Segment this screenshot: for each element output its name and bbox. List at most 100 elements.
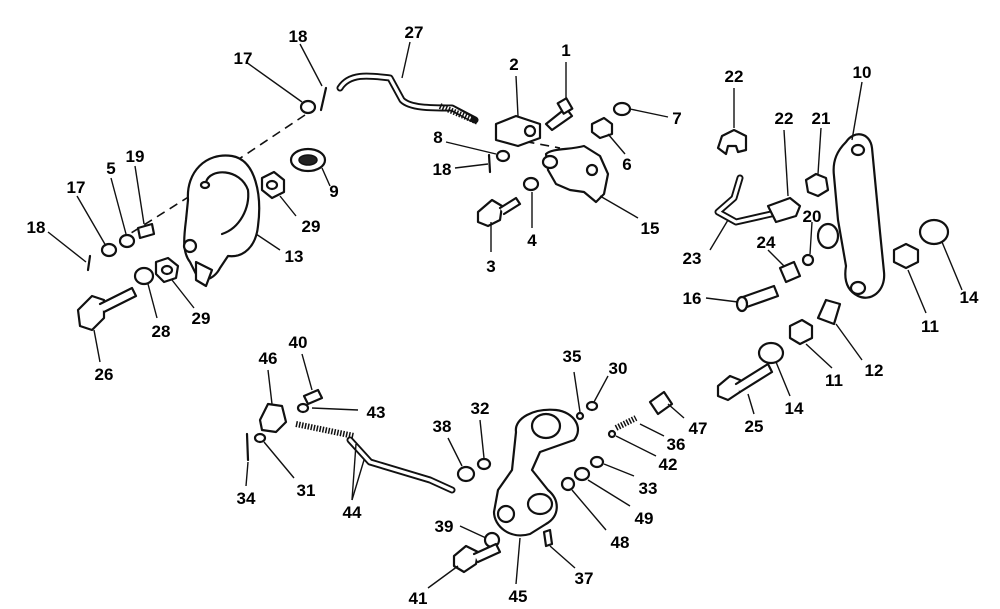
callout-13: 13 xyxy=(285,247,304,266)
callout-2: 2 xyxy=(509,55,518,74)
washer-5 xyxy=(118,233,136,249)
callout-1: 1 xyxy=(561,41,570,60)
washer-49 xyxy=(573,466,591,482)
callout-3: 3 xyxy=(486,257,495,276)
callout-47: 47 xyxy=(689,419,708,438)
callout-29a: 29 xyxy=(302,217,321,236)
callout-20: 20 xyxy=(803,207,822,226)
spring-36 xyxy=(614,415,638,431)
callout-45: 45 xyxy=(509,587,528,606)
cotter-pin-34 xyxy=(245,432,250,462)
bushing-19 xyxy=(136,222,156,240)
callout-29b: 29 xyxy=(192,309,211,328)
callout-labels: 1 2 3 4 5 6 7 8 9 10 11 11 12 13 14 14 1… xyxy=(27,23,979,608)
callout-6: 6 xyxy=(622,155,631,174)
clip-22-top xyxy=(716,128,748,156)
lever-arm-10 xyxy=(832,133,886,299)
washer-38 xyxy=(456,465,476,483)
callout-15: 15 xyxy=(641,219,660,238)
rod-end-2 xyxy=(494,114,542,148)
upper-left-assembly xyxy=(76,72,480,332)
callout-9: 9 xyxy=(329,182,338,201)
callout-8: 8 xyxy=(433,128,442,147)
callout-35: 35 xyxy=(563,347,582,366)
callout-10: 10 xyxy=(853,63,872,82)
clip-22-side xyxy=(766,196,802,224)
nut-30 xyxy=(585,400,599,412)
bushing-20-body xyxy=(816,222,840,250)
bracket-46 xyxy=(258,402,288,434)
callout-14a: 14 xyxy=(960,288,979,307)
throttle-lever-13 xyxy=(183,154,261,281)
callout-21: 21 xyxy=(812,109,831,128)
callout-19: 19 xyxy=(126,147,145,166)
callout-34: 34 xyxy=(237,489,256,508)
washer-17-upper xyxy=(299,99,317,115)
callout-42: 42 xyxy=(659,455,678,474)
callout-25: 25 xyxy=(745,417,764,436)
cotter-pin-18-mid xyxy=(487,153,492,174)
pin-35 xyxy=(575,411,585,421)
detent-47 xyxy=(648,390,674,416)
callout-44: 44 xyxy=(343,503,362,522)
callout-12: 12 xyxy=(865,361,884,380)
cotter-pin-18-left xyxy=(86,254,92,272)
washer-14-upper xyxy=(918,218,950,246)
callout-18c: 18 xyxy=(433,160,452,179)
bolt-25 xyxy=(716,374,742,402)
nut-43 xyxy=(296,402,310,414)
bracket-15 xyxy=(544,144,610,204)
nut-11-upper xyxy=(892,242,920,270)
shift-lever-45 xyxy=(492,408,580,537)
callout-23: 23 xyxy=(683,249,702,268)
callout-31: 31 xyxy=(297,481,316,500)
callout-28: 28 xyxy=(152,322,171,341)
right-assembly xyxy=(714,128,950,402)
bolt-3 xyxy=(476,198,504,228)
washer-32 xyxy=(476,457,492,471)
callout-32: 32 xyxy=(471,399,490,418)
callout-4: 4 xyxy=(527,231,537,250)
callout-22b: 22 xyxy=(775,109,794,128)
washer-8 xyxy=(495,149,511,163)
callout-17a: 17 xyxy=(234,49,253,68)
callout-16: 16 xyxy=(683,289,702,308)
callout-18a: 18 xyxy=(289,27,308,46)
lower-assembly xyxy=(245,388,674,574)
washer-7 xyxy=(612,101,632,117)
callout-14b: 14 xyxy=(785,399,804,418)
bolt-26 xyxy=(76,294,106,332)
screw-40 xyxy=(302,388,324,406)
callout-43: 43 xyxy=(367,403,386,422)
callout-48: 48 xyxy=(611,533,630,552)
spacer-12 xyxy=(816,298,842,326)
nut-11-lower xyxy=(788,318,814,346)
cotter-pin-18-upper xyxy=(319,86,328,112)
nut-21 xyxy=(804,172,830,198)
callout-46: 46 xyxy=(259,349,278,368)
washer-48 xyxy=(560,476,576,492)
ball-42 xyxy=(607,429,617,439)
callout-22a: 22 xyxy=(725,67,744,86)
washer-4 xyxy=(522,176,540,192)
washer-17-left xyxy=(100,242,118,258)
callout-49: 49 xyxy=(635,509,654,528)
callout-7: 7 xyxy=(672,109,681,128)
callout-36: 36 xyxy=(667,435,686,454)
callout-33: 33 xyxy=(639,479,658,498)
callout-27: 27 xyxy=(405,23,424,42)
washer-33 xyxy=(589,455,605,469)
bolt-41 xyxy=(452,544,480,574)
leader-lines xyxy=(47,41,963,589)
callout-18b: 18 xyxy=(27,218,46,237)
washer-31 xyxy=(253,432,267,444)
callout-26: 26 xyxy=(95,365,114,384)
spacer-24 xyxy=(778,260,802,284)
callout-11b: 11 xyxy=(825,371,843,390)
callout-30: 30 xyxy=(609,359,628,378)
washer-14-lower xyxy=(757,341,785,365)
washer-28 xyxy=(133,266,155,286)
callout-40: 40 xyxy=(289,333,308,352)
callout-37: 37 xyxy=(575,569,594,588)
